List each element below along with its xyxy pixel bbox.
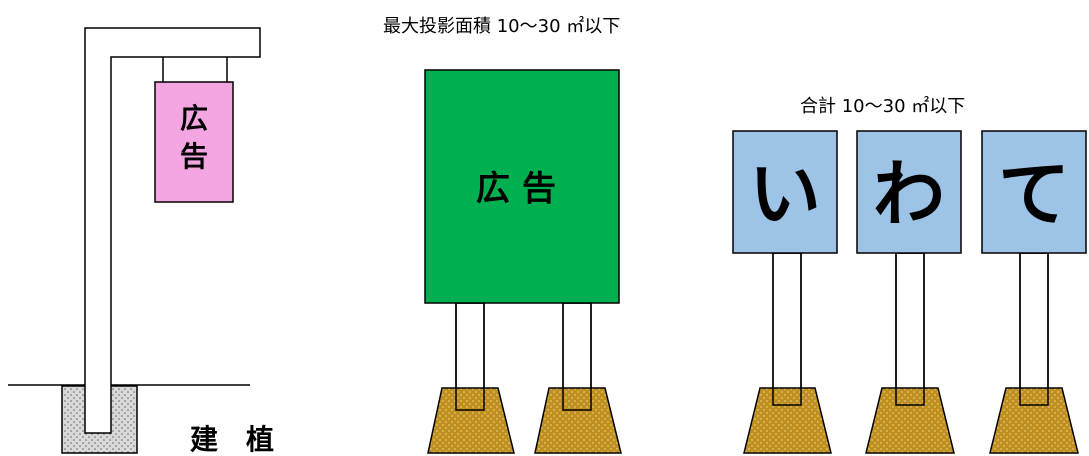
- billboard-group: 最大投影面積 10～30 ㎡以下 広告: [383, 15, 622, 454]
- sign-panel-3: [981, 130, 1087, 254]
- sign-panel-2-text: わ: [873, 152, 945, 236]
- sign-group: 合計 10～30 ㎡以下 い わ て: [732, 95, 1087, 454]
- sign-panel-3-text: て: [998, 152, 1070, 236]
- l-shaped-pole: [84, 27, 261, 434]
- billboard-panel: [424, 69, 620, 304]
- pole-sign-char-2: 告: [180, 140, 208, 173]
- sign-footing-3: [989, 387, 1079, 454]
- ground-caption: 建 植: [190, 423, 274, 456]
- sign-group-caption: 合計 10～30 ㎡以下: [800, 95, 965, 117]
- sign-leg-3: [1019, 252, 1049, 406]
- sign-panel-2: [856, 130, 962, 254]
- sign-panel-1: [732, 130, 838, 254]
- billboard-footing-right: [534, 387, 622, 454]
- billboard-footing-left: [427, 387, 515, 454]
- sign-footing-1: [743, 387, 832, 454]
- billboard-text: 広告: [476, 169, 568, 209]
- sign-footing-2: [865, 387, 955, 454]
- sign-panel-1-text: い: [749, 152, 821, 236]
- sign-leg-2: [895, 252, 925, 406]
- pole-sign-group: 広 告 建 植: [8, 27, 274, 456]
- pole-sign-panel: [154, 81, 234, 203]
- billboard-caption: 最大投影面積 10～30 ㎡以下: [383, 15, 620, 37]
- sign-leg-1: [772, 252, 802, 406]
- pole-sign-char-1: 広: [180, 102, 208, 135]
